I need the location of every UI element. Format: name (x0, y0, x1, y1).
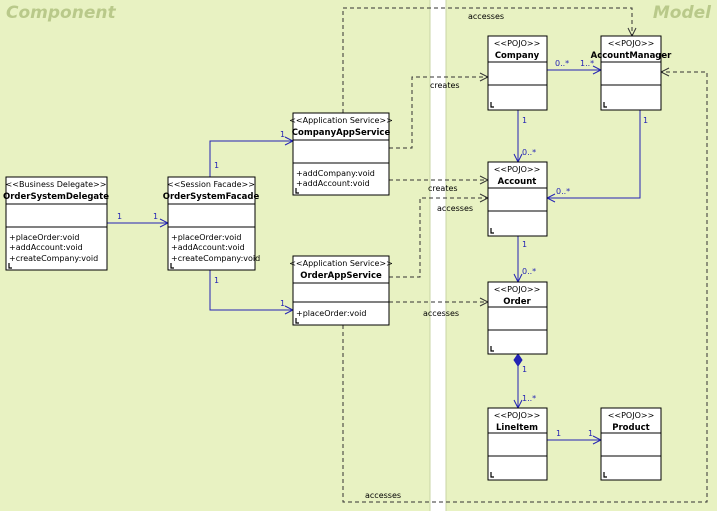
corner-mark-icon (170, 263, 174, 269)
class-stereotype: <<Application Service>> (289, 116, 393, 125)
class-stereotype: <<Business Delegate>> (6, 180, 107, 189)
corner-mark-icon (295, 318, 299, 324)
class-line-item[interactable]: <<POJO>> LineItem (487, 407, 548, 481)
mult-lineitem-product-1: 1 (556, 429, 561, 438)
mult-company-account-1: 1 (522, 116, 527, 125)
class-name: CompanyAppService (292, 128, 391, 138)
class-operation: +addAccount:void (171, 243, 245, 252)
class-order-system-facade[interactable]: <<Session Facade>> OrderSystemFacade +pl… (163, 176, 260, 271)
corner-mark-icon (8, 263, 12, 269)
class-account[interactable]: <<POJO>> Account (487, 161, 548, 237)
class-operation: +placeOrder:void (171, 233, 241, 242)
mult-delegate-facade-1: 1 (117, 212, 122, 221)
class-order-system-delegate[interactable]: <<Business Delegate>> OrderSystemDelegat… (3, 176, 109, 271)
mult-facade-os-1: 1 (214, 276, 219, 285)
class-operation: +placeOrder:void (296, 309, 366, 318)
class-order[interactable]: <<POJO>> Order (487, 281, 548, 355)
class-stereotype: <<Application Service>> (289, 259, 393, 268)
class-name: OrderAppService (300, 271, 382, 281)
class-stereotype: <<POJO>> (494, 39, 541, 48)
class-name: Product (612, 423, 650, 433)
mult-am-account-2: 0..* (556, 187, 570, 196)
mult-delegate-facade-2: 1 (153, 212, 158, 221)
dep-order-service-accountmanager (342, 72, 708, 503)
component-region-title: Component (6, 3, 116, 23)
class-name: OrderSystemDelegate (3, 192, 109, 202)
mult-company-am-1: 0..* (555, 59, 569, 68)
class-name: Company (495, 51, 540, 61)
assoc-facade-order-service (209, 270, 293, 310)
class-stereotype: <<POJO>> (494, 165, 541, 174)
label-creates-account: creates (428, 184, 458, 193)
class-company[interactable]: <<POJO>> Company (487, 35, 548, 111)
class-stereotype: <<Session Facade>> (167, 180, 255, 189)
class-name: Order (503, 297, 531, 307)
class-operation: +createCompany:void (171, 254, 260, 263)
label-accesses-top: accesses (468, 12, 504, 21)
composition-diamond-icon (513, 353, 523, 367)
mult-facade-cs-2: 1 (280, 130, 285, 139)
corner-mark-icon (603, 472, 607, 478)
label-accesses-order: accesses (423, 309, 459, 318)
class-name: AccountManager (591, 51, 672, 61)
mult-account-order-1: 1 (522, 240, 527, 249)
label-accesses-bottom: accesses (365, 491, 401, 500)
corner-mark-icon (295, 188, 299, 194)
mult-facade-cs-1: 1 (214, 161, 219, 170)
mult-order-lineitem-2: 1..* (522, 394, 536, 403)
dep-company-service-accountmanager (342, 7, 632, 113)
class-company-app-service[interactable]: <<Application Service>> CompanyAppServic… (289, 112, 393, 196)
mult-order-lineitem-1: 1 (522, 365, 527, 374)
assoc-facade-company-service (209, 141, 293, 177)
class-operation: +addAccount:void (9, 243, 83, 252)
corner-mark-icon (603, 102, 607, 108)
corner-mark-icon (490, 346, 494, 352)
mult-lineitem-product-2: 1 (588, 429, 593, 438)
class-product[interactable]: <<POJO>> Product (600, 407, 662, 481)
mult-company-account-2: 0..* (522, 148, 536, 157)
dep-order-service-account (389, 198, 488, 278)
class-operation: +placeOrder:void (9, 233, 79, 242)
class-name: Account (498, 177, 537, 187)
class-stereotype: <<POJO>> (608, 411, 655, 420)
class-operation: +addCompany:void (296, 169, 375, 178)
mult-account-order-2: 0..* (522, 267, 536, 276)
class-name: LineItem (496, 423, 538, 433)
mult-am-account-1: 1 (643, 116, 648, 125)
class-account-manager[interactable]: <<POJO>> AccountManager (591, 35, 672, 111)
corner-mark-icon (490, 472, 494, 478)
mult-company-am-2: 1..* (580, 59, 594, 68)
class-stereotype: <<POJO>> (608, 39, 655, 48)
corner-mark-icon (490, 228, 494, 234)
corner-mark-icon (490, 102, 494, 108)
class-operation: +addAccount:void (296, 179, 370, 188)
assoc-accountmanager-account (547, 110, 641, 198)
dep-company-service-company (389, 77, 488, 149)
class-stereotype: <<POJO>> (494, 285, 541, 294)
label-creates-company: creates (430, 81, 460, 90)
class-name: OrderSystemFacade (163, 192, 260, 202)
class-stereotype: <<POJO>> (494, 411, 541, 420)
class-operation: +createCompany:void (9, 254, 98, 263)
model-region-title: Model (653, 3, 712, 23)
mult-facade-os-2: 1 (280, 299, 285, 308)
label-accesses-account: accesses (437, 204, 473, 213)
class-order-app-service[interactable]: <<Application Service>> OrderAppService … (289, 255, 393, 326)
